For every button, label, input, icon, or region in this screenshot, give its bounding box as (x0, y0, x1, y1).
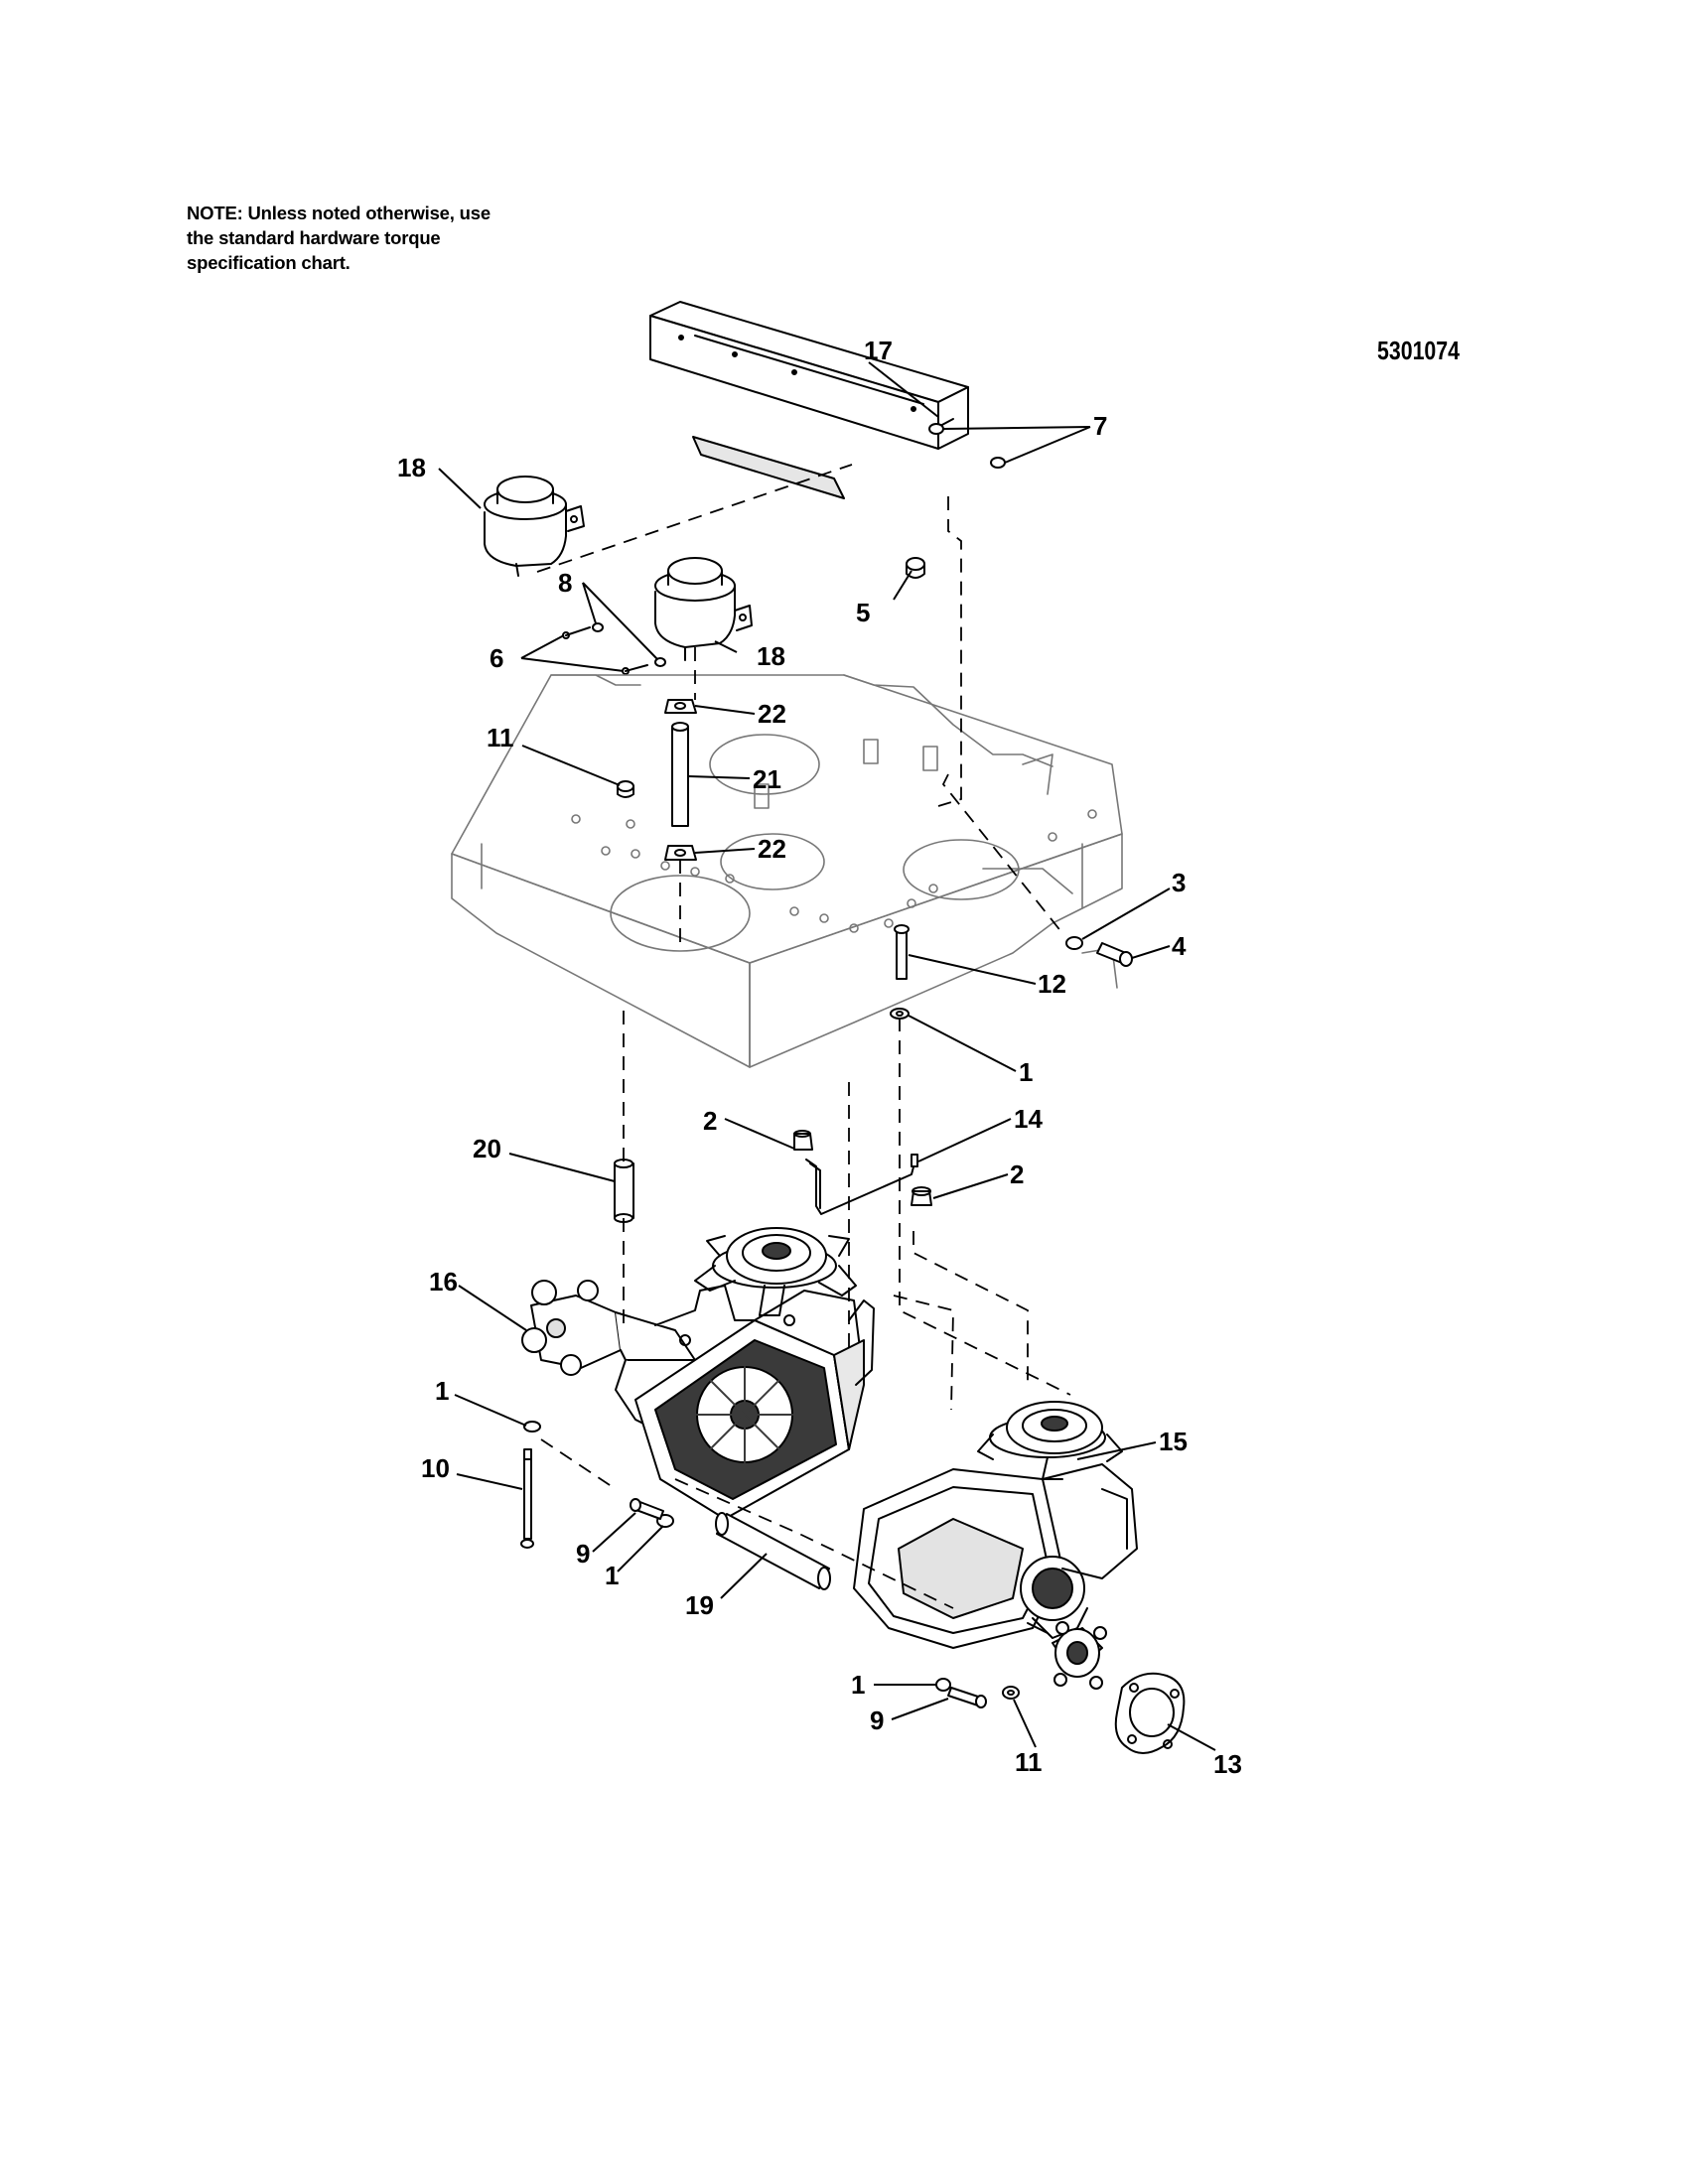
callout-1-lower: 1 (851, 1670, 865, 1700)
part-6-screws (562, 626, 648, 675)
callout-16: 16 (429, 1267, 458, 1297)
callout-18-left: 18 (397, 453, 426, 482)
note-line-2: the standard hardware torque (187, 227, 441, 248)
part-20-tube (614, 1159, 634, 1223)
callout-4: 4 (1172, 931, 1187, 961)
part-19-tube (715, 1512, 831, 1590)
part-11-nut-lower (1002, 1686, 1020, 1700)
part-4-bolt (1096, 942, 1133, 967)
callout-1-middle: 1 (605, 1561, 619, 1590)
callout-18-center: 18 (757, 641, 785, 671)
callout-14: 14 (1014, 1104, 1043, 1134)
callout-2-right: 2 (1010, 1160, 1024, 1189)
callout-labels: 17 7 18 8 5 6 18 22 11 21 22 3 4 12 1 2 … (397, 336, 1242, 1779)
callout-17: 17 (864, 336, 893, 365)
part-2-grommets (793, 1130, 932, 1206)
part-15-transaxle-right (853, 1401, 1138, 1690)
callout-19: 19 (685, 1590, 714, 1620)
callout-13: 13 (1213, 1749, 1242, 1779)
callout-1-left: 1 (435, 1376, 449, 1406)
callout-20: 20 (473, 1134, 501, 1163)
part-18-reservoir-center (654, 557, 753, 661)
part-1-washers (523, 1008, 951, 1692)
callout-7: 7 (1093, 411, 1107, 441)
part-3-nut (1065, 936, 1083, 950)
callout-12: 12 (1038, 969, 1066, 999)
part-8-fittings (592, 622, 666, 667)
callout-3: 3 (1172, 868, 1186, 897)
torque-note: NOTE: Unless noted otherwise, use the st… (187, 201, 584, 275)
part-22-clamps (664, 699, 697, 861)
part-12-bolt (894, 924, 910, 980)
leader-lines (438, 361, 1216, 1751)
assembly-lines (536, 464, 1071, 1609)
callout-11-upper: 11 (487, 723, 514, 752)
part-18-reservoir-left (484, 476, 585, 577)
part-16-transaxle-left (521, 1227, 875, 1520)
callout-10: 10 (421, 1453, 450, 1483)
callout-6: 6 (490, 643, 503, 673)
diagram-part-number: 5301074 (1377, 336, 1461, 365)
callout-9-right: 9 (870, 1706, 884, 1735)
part-9-bolts (630, 1498, 987, 1708)
callout-21: 21 (753, 764, 781, 794)
part-13-gasket (1114, 1672, 1186, 1754)
chassis-frame (451, 674, 1123, 1068)
part-10-bolt (520, 1448, 534, 1549)
callout-9-left: 9 (576, 1539, 590, 1569)
part-5-bushing (906, 557, 925, 579)
callout-1-upper: 1 (1019, 1057, 1033, 1087)
note-line-3: specification chart. (187, 252, 351, 273)
part-11-nut-upper (617, 780, 634, 798)
part-14-rod (805, 1154, 918, 1215)
callout-15: 15 (1159, 1427, 1188, 1456)
callout-22-lower: 22 (758, 834, 786, 864)
part-21-tube (671, 722, 689, 827)
note-line-1: NOTE: Unless noted otherwise, use (187, 203, 491, 223)
callout-5: 5 (856, 598, 870, 627)
callout-11-lower: 11 (1015, 1747, 1043, 1777)
part-17-crossbar (649, 301, 969, 499)
callout-22-upper: 22 (758, 699, 786, 729)
callout-2-left: 2 (703, 1106, 717, 1136)
callout-8: 8 (558, 568, 572, 598)
